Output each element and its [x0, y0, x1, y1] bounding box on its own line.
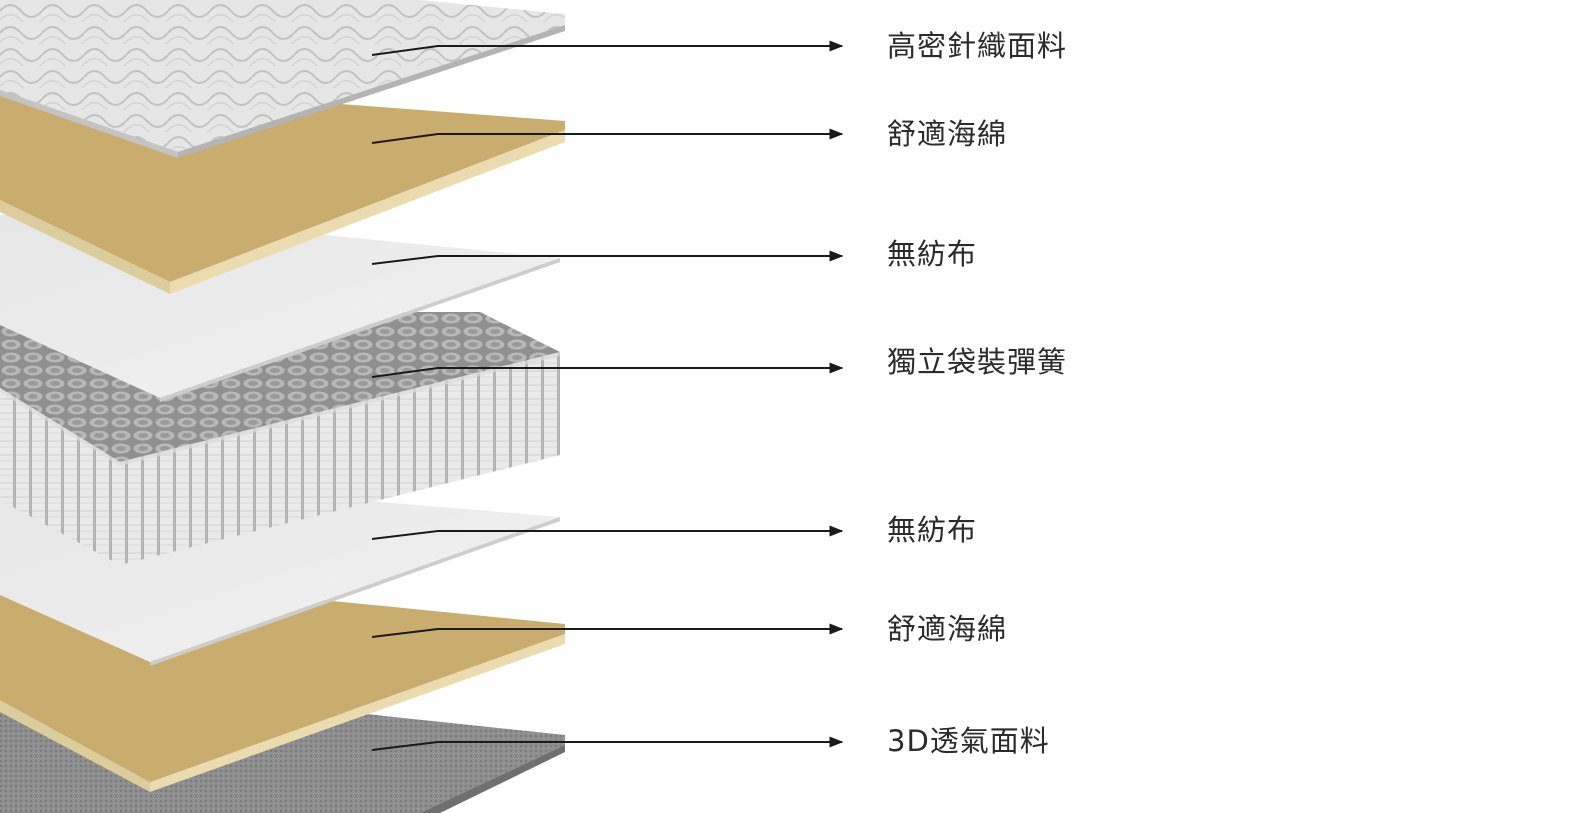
label-foam-upper: 舒適海綿 [887, 117, 1008, 151]
leader-line-springs [371, 362, 844, 378]
leader-line-3d-fabric [371, 736, 844, 751]
leader-line-foam-upper [371, 128, 844, 144]
leader-line-nonwoven-upper [371, 250, 844, 265]
leader-line-knit [371, 40, 844, 56]
label-knit-fabric: 高密針織面料 [887, 29, 1068, 63]
label-nonwoven-lower: 無紡布 [887, 513, 978, 547]
label-3d-fabric: 3D透氣面料 [887, 724, 1050, 758]
leader-lines [371, 40, 844, 751]
label-foam-lower: 舒適海綿 [887, 612, 1008, 646]
label-nonwoven-upper: 無紡布 [887, 237, 978, 271]
leader-line-nonwoven-lower [371, 525, 844, 540]
leader-line-foam-lower [371, 623, 844, 638]
layer-knit-fabric [0, 0, 565, 158]
label-pocket-springs: 獨立袋裝彈簧 [887, 345, 1068, 379]
